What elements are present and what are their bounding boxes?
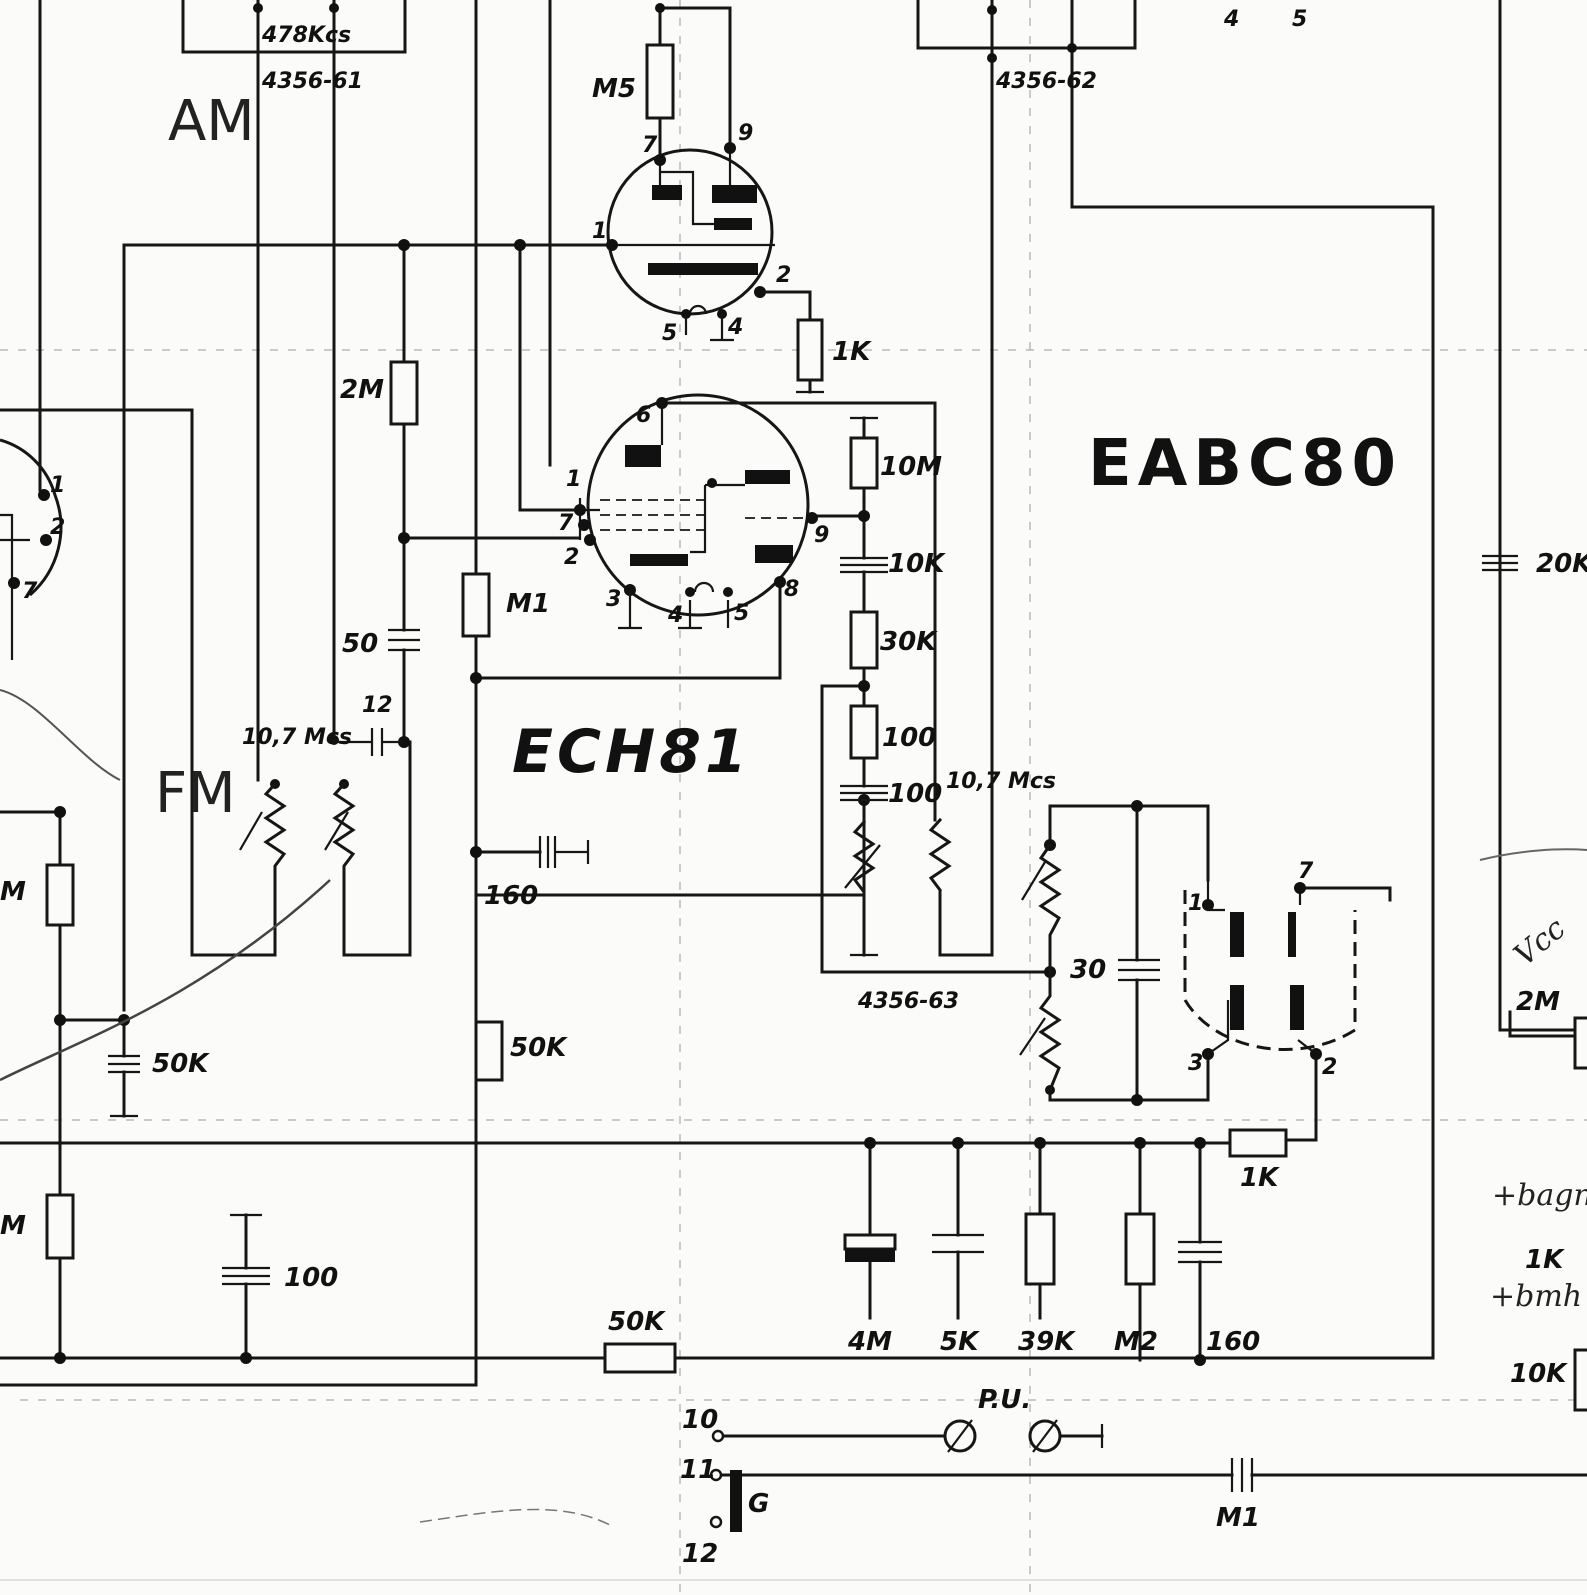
label-30k: 30K [880,627,938,657]
label-2m: 2M [340,375,384,405]
ech81-pin-6: 6 [636,403,651,428]
label-10k-cap: 10K [888,549,946,579]
handwritten-note-1k: 1K [1525,1245,1565,1275]
labels: ECH81 EABC80 AM FM +bagn 1K +bmh Vcc 478… [0,7,1587,1569]
coils [239,781,1062,1092]
top-right-pin-4: 4 [1223,7,1239,32]
ech81-pin-1: 1 [566,467,581,492]
eabc80-pin-7: 7 [1298,859,1314,884]
label-100-cap: 100 [888,779,942,809]
label-transformer-61: 4356-61 [261,69,363,94]
label-m2: M2 [1114,1327,1158,1357]
wiring [0,0,1587,1477]
pencil-marks [0,689,1587,1526]
label-m5: M5 [592,74,636,104]
label-5k: 5K [940,1327,980,1357]
label-50k-bottom: 50K [608,1307,666,1337]
label-transformer-63: 4356-63 [857,989,959,1014]
ech81-pin-3: 3 [606,587,621,612]
ech81-pin-9: 9 [814,523,829,548]
left-tube-pin-7: 7 [22,579,38,604]
handwritten-note-bottom: +bmh [1490,1279,1582,1314]
ech81-pin-4: 4 [667,603,683,628]
eabc80-pin-2: 2 [1322,1055,1337,1080]
label-m1-res: M1 [506,589,550,619]
terminal-g: G [748,1489,769,1519]
handwritten-fm: FM [155,761,236,826]
resistors [45,43,1587,1412]
top-right-pin-5: 5 [1292,7,1307,32]
label-100-res: 100 [882,723,936,753]
tube-ech81 [574,393,818,630]
ech81-pin-8: 8 [784,577,799,602]
label-fm-if-right: 10,7 Mcs [946,769,1056,794]
top-tube-pin-2: 2 [776,263,791,288]
terminal-pu: P.U. [978,1385,1031,1415]
label-2m-right: 2M [1516,987,1560,1017]
label-m-left-a: M [0,877,26,907]
label-4m: 4M [847,1327,892,1357]
top-tube-pin-4: 4 [727,315,743,340]
eabc80-pin-1: 1 [1188,891,1203,916]
label-am-if: 478Kcs [261,23,351,48]
junction-dots [54,3,1206,1366]
label-100-bottom: 100 [284,1263,338,1293]
label-fm-if-left: 10,7 Mcs [242,725,352,750]
tube-top [606,142,775,342]
terminal-11: 11 [680,1455,716,1485]
label-50k-left: 50K [152,1049,210,1079]
handwritten-vcc: Vcc [1508,911,1573,973]
label-160-right: 160 [1206,1327,1260,1357]
terminals [709,1419,1062,1532]
tube-left-partial [0,438,63,660]
terminal-12: 12 [682,1539,718,1569]
tube-label-ech81: ECH81 [512,717,751,787]
handwritten-note-tuning: +bagn [1492,1178,1587,1213]
label-m1-cap: M1 [1216,1503,1260,1533]
ech81-pin-2: 2 [564,545,579,570]
label-20k: 20K [1536,549,1587,579]
label-transformer-62: 4356-62 [995,69,1097,94]
left-tube-pin-2: 2 [50,515,65,540]
label-m-left-b: M [0,1211,26,1241]
label-10k-right: 10K [1510,1359,1568,1389]
top-tube-pin-9: 9 [738,121,753,146]
label-1k-top: 1K [832,337,872,367]
top-tube-pin-1: 1 [592,219,607,244]
ech81-pin-7: 7 [558,511,574,536]
label-160-left: 160 [484,881,538,911]
label-50-cap: 50 [342,629,378,659]
label-10m: 10M [880,452,942,482]
label-12-cap: 12 [362,693,393,718]
left-tube-pin-1: 1 [50,473,65,498]
tube-label-eabc80: EABC80 [1088,427,1402,501]
handwritten-am: AM [168,89,255,154]
label-30-cap: 30 [1070,955,1106,985]
tube-eabc80 [1183,880,1357,1060]
top-tube-pin-5: 5 [662,321,677,346]
label-39k: 39K [1018,1327,1076,1357]
label-50k-mid: 50K [510,1033,568,1063]
eabc80-pin-3: 3 [1188,1051,1203,1076]
label-1k-bottom: 1K [1240,1163,1280,1193]
terminal-10: 10 [682,1405,718,1435]
top-tube-pin-7: 7 [642,133,658,158]
ech81-pin-5: 5 [734,601,749,626]
capacitors [108,554,1518,1492]
